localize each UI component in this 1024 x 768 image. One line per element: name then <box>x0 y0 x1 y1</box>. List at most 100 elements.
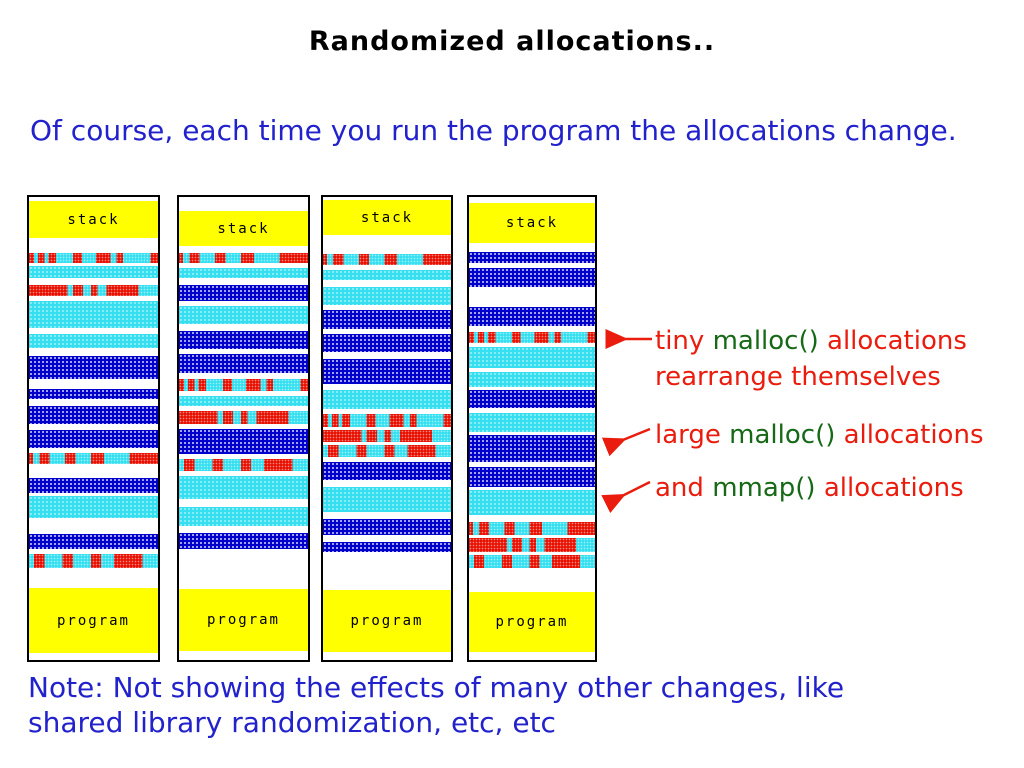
free-space <box>469 243 595 252</box>
program-region: program <box>179 589 308 651</box>
free-space <box>469 535 595 538</box>
free-space <box>323 329 451 334</box>
free-space <box>323 512 451 519</box>
free-space <box>29 328 158 334</box>
tiny-malloc-band <box>179 379 308 391</box>
free-space <box>469 462 595 467</box>
free-space <box>323 552 451 590</box>
mmap-allocation-band <box>323 487 451 512</box>
free-space <box>179 349 308 354</box>
intro-text: Of course, each time you run the program… <box>30 114 957 147</box>
mmap-allocation-band <box>323 270 451 280</box>
large-malloc-band <box>469 307 595 326</box>
mmap-allocation-band <box>179 306 308 324</box>
free-space <box>469 568 595 592</box>
mmap-allocation-band <box>469 347 595 368</box>
free-space <box>469 326 595 332</box>
large-malloc-band <box>323 334 451 352</box>
free-space <box>179 373 308 379</box>
free-space <box>323 197 451 200</box>
large-malloc-band <box>29 430 158 448</box>
mmap-allocation-band <box>469 490 595 515</box>
free-space <box>29 197 158 201</box>
free-space <box>29 399 158 406</box>
note-line-1: Note: Not showing the effects of many ot… <box>28 671 845 704</box>
free-space <box>323 427 451 430</box>
mmap-allocation-band <box>179 476 308 499</box>
mmap-allocation-band <box>179 396 308 406</box>
free-space <box>179 549 308 589</box>
free-space <box>179 391 308 396</box>
free-space <box>179 454 308 459</box>
program-region: program <box>323 590 451 652</box>
large-malloc-band <box>323 519 451 535</box>
large-malloc-band <box>179 354 308 373</box>
free-space <box>469 432 595 435</box>
free-space <box>469 263 595 268</box>
tiny-malloc-band <box>29 285 158 296</box>
free-space <box>179 424 308 429</box>
note-line-2: shared library randomization, etc, etc <box>28 706 556 739</box>
free-space <box>323 265 451 270</box>
large-malloc-band <box>469 390 595 408</box>
free-space <box>179 278 308 285</box>
free-space <box>323 652 451 660</box>
free-space <box>29 238 158 253</box>
free-space <box>469 287 595 307</box>
free-space <box>179 301 308 306</box>
large-malloc-band <box>29 356 158 379</box>
free-space <box>469 552 595 555</box>
mmap-allocation-band <box>29 266 158 278</box>
large-malloc-band <box>469 268 595 287</box>
free-space <box>29 493 158 496</box>
free-space <box>29 568 158 588</box>
free-space <box>29 448 158 453</box>
free-space <box>179 197 308 211</box>
mmap-allocation-band <box>29 496 158 518</box>
tiny-malloc-band <box>179 253 308 263</box>
free-space <box>179 246 308 253</box>
page-title: Randomized allocations.. <box>308 26 716 57</box>
note-text: Note: Not showing the effects of many ot… <box>28 670 844 740</box>
free-space <box>323 305 451 310</box>
program-region: program <box>29 588 158 653</box>
large-malloc-band <box>469 435 595 462</box>
large-malloc-band <box>323 462 451 480</box>
free-space <box>29 549 158 554</box>
free-space <box>469 408 595 413</box>
free-space <box>469 387 595 390</box>
tiny-malloc-band <box>323 430 451 442</box>
large-malloc-band <box>469 467 595 487</box>
free-space <box>179 406 308 411</box>
stack-region: stack <box>469 203 595 243</box>
large-malloc-band <box>179 285 308 301</box>
tiny-malloc-band <box>29 453 158 464</box>
free-space <box>323 352 451 359</box>
large-malloc-band <box>323 310 451 329</box>
stack-region: stack <box>29 201 158 238</box>
free-space <box>469 368 595 372</box>
large-malloc-band <box>29 478 158 493</box>
free-space <box>29 263 158 266</box>
mmap-allocation-band <box>323 287 451 305</box>
free-space <box>323 384 451 390</box>
free-space <box>323 409 451 414</box>
free-space <box>323 480 451 487</box>
free-space <box>469 343 595 347</box>
program-region: program <box>469 592 595 652</box>
free-space <box>29 518 158 534</box>
tiny-malloc-band <box>179 459 308 471</box>
free-space <box>323 535 451 542</box>
large-malloc-band <box>323 542 451 552</box>
mmap-allocation-band <box>469 372 595 387</box>
free-space <box>179 651 308 660</box>
free-space <box>323 235 451 254</box>
tiny-malloc-band <box>469 522 595 535</box>
free-space <box>469 652 595 659</box>
free-space <box>29 348 158 356</box>
large-malloc-band <box>29 406 158 424</box>
large-malloc-band <box>323 359 451 384</box>
